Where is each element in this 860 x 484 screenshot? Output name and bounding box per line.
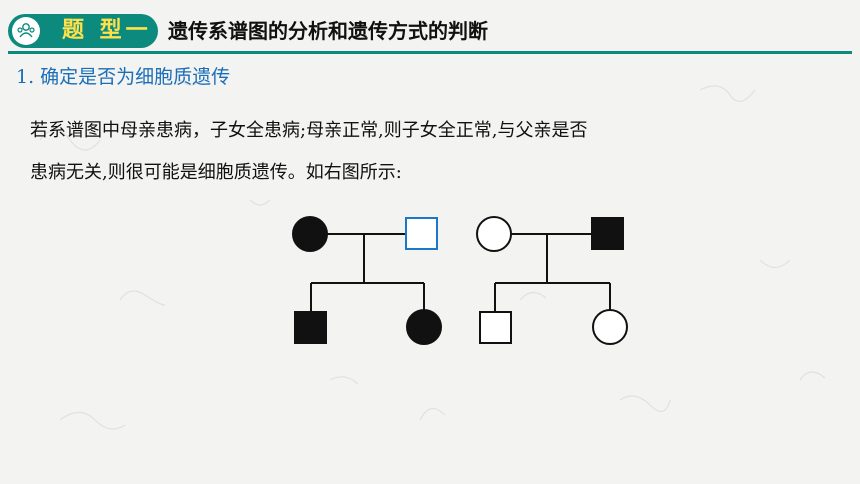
pedigree-2 [476,216,628,345]
body-paragraph: 若系谱图中母亲患病，子女全患病;母亲正常,则子女全正常,与父亲是否 患病无关,则… [30,110,830,194]
badge-label: 题 型一 [62,18,152,43]
topic-badge: 题 型一 [8,14,158,48]
son-unaffected [479,311,512,344]
father-unaffected [405,217,438,250]
page-title: 遗传系谱图的分析和遗传方式的判断 [168,19,488,43]
section-heading: 1. 确定是否为细胞质遗传 [16,66,231,88]
daughter-affected [406,309,442,345]
paragraph-line-2: 患病无关,则很可能是细胞质遗传。如右图所示: [30,162,402,183]
pedigree-1 [292,216,442,345]
mother-unaffected [476,216,512,252]
mother-affected [292,216,328,252]
people-icon [12,17,40,45]
header-divider [8,51,852,54]
daughter-unaffected [592,309,628,345]
paragraph-line-1: 若系谱图中母亲患病，子女全患病;母亲正常,则子女全正常,与父亲是否 [30,120,588,141]
son-affected [294,311,327,344]
father-affected [591,217,624,250]
slide-header: 题 型一 遗传系谱图的分析和遗传方式的判断 [0,10,860,54]
